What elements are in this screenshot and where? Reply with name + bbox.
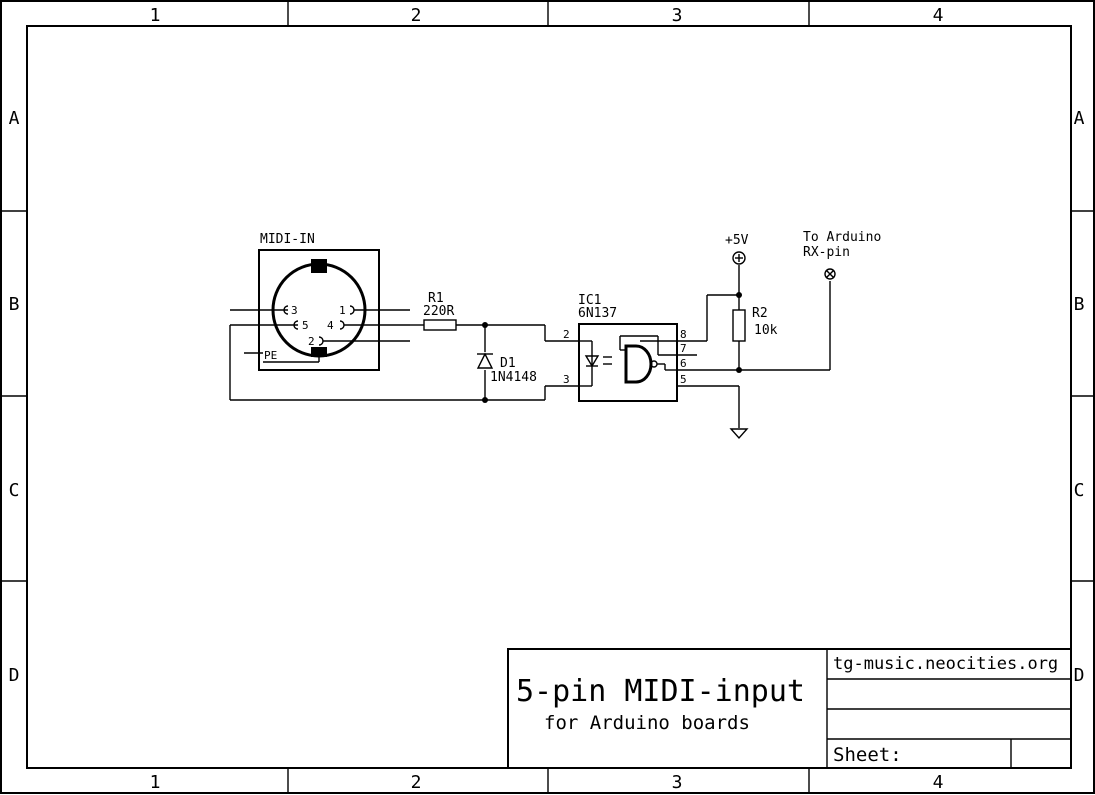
wires [229, 265, 831, 428]
column-label-top-2: 2 [411, 5, 422, 26]
rx-label-line2: RX-pin [803, 245, 850, 260]
connector-pin-2: 2 [308, 335, 315, 348]
row-label-right-a: A [1074, 108, 1085, 129]
resistor-r2: R2 10k [732, 306, 778, 342]
ic1-pin-8: 8 [680, 328, 687, 341]
column-label-top-3: 3 [672, 5, 683, 26]
ic1-pin-5: 5 [680, 373, 687, 386]
midi-in-connector: MIDI-IN 3 1 5 4 2 PE [230, 232, 410, 371]
row-label-left-d: D [9, 665, 20, 686]
d1-name: D1 [500, 356, 516, 371]
supply-5v: +5V [725, 233, 749, 265]
ic1-value: 6N137 [578, 306, 617, 321]
row-label-right-c: C [1074, 480, 1085, 501]
rx-pin-terminal: To Arduino RX-pin [803, 230, 881, 280]
supply-label: +5V [725, 233, 749, 248]
rx-label-line1: To Arduino [803, 230, 881, 245]
row-label-left-a: A [9, 108, 20, 129]
ic1-pin-3: 3 [563, 373, 570, 386]
column-label-bottom-2: 2 [411, 772, 422, 793]
connector-pin-1: 1 [339, 304, 346, 317]
title-block: 5-pin MIDI-input for Arduino boards tg-m… [507, 648, 1072, 769]
r1-name: R1 [428, 291, 444, 306]
r2-name: R2 [752, 306, 768, 321]
connector-pin-3: 3 [291, 304, 298, 317]
connector-pin-5: 5 [302, 319, 309, 332]
title-block-subtitle: for Arduino boards [544, 712, 750, 734]
r2-value: 10k [754, 323, 778, 338]
row-label-right-b: B [1074, 294, 1085, 315]
title-block-sheet-label: Sheet: [833, 744, 902, 766]
ic1-pin-6: 6 [680, 357, 687, 370]
ground-symbol [729, 428, 749, 440]
connector-pin-4: 4 [327, 319, 334, 332]
row-label-left-b: B [9, 294, 20, 315]
column-label-top-1: 1 [150, 5, 161, 26]
column-label-bottom-4: 4 [933, 772, 944, 793]
ic1-pin-7: 7 [680, 342, 687, 355]
row-label-left-c: C [9, 480, 20, 501]
d1-value: 1N4148 [490, 370, 537, 385]
row-label-right-d: D [1074, 665, 1085, 686]
ic1-name: IC1 [578, 293, 601, 308]
ic1-pin-2: 2 [563, 328, 570, 341]
connector-shield-label: PE [264, 349, 277, 362]
r1-value: 220R [423, 304, 454, 319]
title-block-title: 5-pin MIDI-input [516, 674, 805, 709]
resistor-r1: R1 220R [423, 291, 457, 331]
optocoupler-ic1: IC1 6N137 2 3 8 7 6 5 [563, 293, 687, 402]
column-label-bottom-3: 3 [672, 772, 683, 793]
column-label-top-4: 4 [933, 5, 944, 26]
column-label-bottom-1: 1 [150, 772, 161, 793]
diode-d1: D1 1N4148 [476, 352, 537, 385]
title-block-url: tg-music.neocities.org [833, 654, 1058, 674]
connector-name: MIDI-IN [260, 232, 315, 247]
